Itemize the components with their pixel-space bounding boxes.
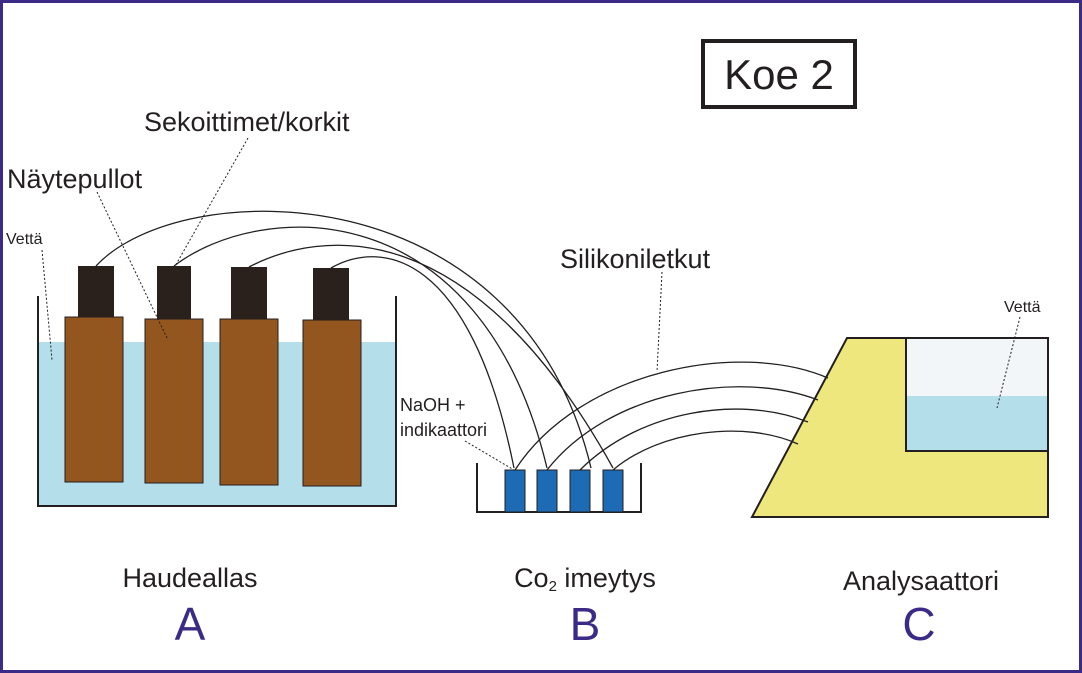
absorber-vial-3	[569, 469, 591, 513]
tube-4	[330, 256, 515, 469]
tube-7	[579, 408, 809, 471]
title-box: Koe 2	[701, 39, 857, 109]
tubes-absorber-to-analyzer	[514, 361, 829, 471]
tube-3	[248, 244, 614, 469]
leader-lines	[41, 137, 1021, 471]
tube-1	[95, 210, 592, 469]
section-c-letter: C	[902, 598, 935, 650]
bottle-body	[144, 318, 204, 484]
bottle-cap	[231, 267, 267, 319]
bottle-body	[219, 318, 279, 486]
analyzer	[750, 337, 1049, 518]
bottle-3	[219, 267, 279, 486]
leader-sample-bottles	[96, 191, 169, 341]
co2-absorber	[476, 463, 642, 513]
label-naoh-line2: indikaattori	[400, 420, 487, 440]
bottle-cap	[313, 268, 349, 320]
section-c-name: Analysaattori	[843, 566, 999, 596]
section-b-name-main: Co	[514, 563, 549, 593]
tube-2	[173, 226, 548, 469]
section-b-name-sub: 2	[549, 578, 557, 595]
label-water-left: Vettä	[6, 231, 43, 248]
leader-silicone-tubes	[656, 271, 663, 373]
absorber-vial-1	[504, 469, 526, 513]
tube-5	[514, 361, 829, 471]
bottle-4	[302, 268, 362, 487]
absorber-tray	[476, 463, 642, 513]
analyzer-chamber-water	[906, 396, 1047, 451]
tube-6	[546, 386, 819, 471]
bottle-1	[64, 266, 124, 483]
label-silicone-tubes: Silikoniletkut	[560, 244, 711, 274]
section-a-letter: A	[175, 598, 206, 650]
label-naoh-line1: NaOH +	[400, 395, 466, 415]
bath-outline	[37, 296, 397, 507]
tube-8	[612, 430, 799, 471]
section-b-name: Co2 imeytys	[514, 563, 656, 595]
leader-naoh	[464, 440, 515, 471]
leader-stirrers-caps	[173, 137, 249, 269]
absorber-vial-4	[602, 469, 624, 513]
section-a-name: Haudeallas	[122, 563, 257, 593]
label-stirrers-caps: Sekoittimet/korkit	[144, 107, 350, 137]
sample-bottles	[64, 266, 362, 487]
analyzer-chamber-air	[906, 339, 1047, 396]
analyzer-chamber-outline	[905, 339, 1047, 452]
title-text: Koe 2	[724, 51, 834, 98]
bottle-2	[144, 266, 204, 484]
section-b-name-rest: imeytys	[557, 563, 656, 593]
label-water-right: Vettä	[1004, 299, 1041, 316]
bottle-cap	[78, 266, 114, 317]
absorber-vial-2	[536, 469, 558, 513]
bottle-body	[302, 319, 362, 487]
tubes-bottles-to-absorber	[95, 210, 614, 469]
label-sample-bottles: Näytepullot	[7, 164, 143, 194]
bottle-body	[64, 316, 124, 483]
bottle-cap	[157, 266, 191, 319]
section-b-letter: B	[570, 598, 601, 650]
leader-water-left	[41, 249, 53, 361]
